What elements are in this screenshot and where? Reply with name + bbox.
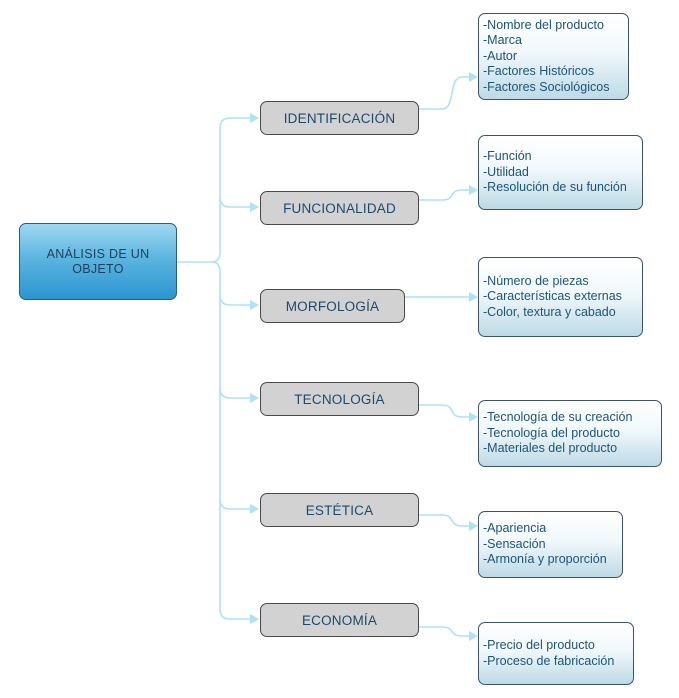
connector-arrow (250, 113, 259, 123)
detail-box-tecnologia: -Tecnología de su creación -Tecnología d… (478, 400, 662, 467)
category-node-economia: ECONOMÍA (260, 603, 419, 637)
connector-arrow (469, 72, 478, 82)
root-node-label: ANÁLISIS DE UN OBJETO (46, 246, 150, 276)
detail-item: -Tecnología del producto (483, 425, 620, 440)
connector-arrow (469, 521, 478, 531)
detail-item: -Tecnología de su creación (483, 410, 633, 425)
detail-item: -Número de piezas (483, 273, 589, 288)
category-node-funcionalidad: FUNCIONALIDAD (260, 191, 419, 225)
category-node-identificacion: IDENTIFICACIÓN (260, 101, 419, 135)
detail-item: -Marca (483, 33, 522, 48)
detail-item: -Materiales del producto (483, 441, 618, 456)
detail-item: -Apariencia (483, 521, 547, 536)
detail-box-funcionalidad: -Función -Utilidad -Resolución de su fun… (478, 135, 643, 210)
connector-arrow (250, 300, 259, 310)
root-connector (219, 196, 256, 208)
connector-arrow (469, 412, 478, 422)
root-connector (211, 261, 256, 620)
root-connector (219, 387, 256, 399)
connector-arrow (250, 614, 259, 624)
detail-box-estetica: -Apariencia -Sensación -Armonía y propor… (478, 511, 623, 578)
detail-item: -Factores Históricos (483, 64, 595, 79)
branch-connector (419, 626, 475, 637)
detail-item: -Función (483, 149, 532, 164)
branch-connector (419, 404, 475, 418)
detail-item: -Resolución de su función (483, 180, 627, 195)
detail-item: -Armonía y proporción (483, 552, 607, 567)
branch-connector (419, 189, 475, 201)
root-connector (177, 117, 256, 263)
category-node-morfologia: MORFOLOGÍA (260, 289, 405, 323)
connector-arrow (469, 292, 478, 302)
connector-arrow (250, 504, 259, 514)
connector-arrow (250, 393, 259, 403)
category-label: IDENTIFICACIÓN (283, 110, 396, 126)
category-label: TECNOLOGÍA (294, 391, 385, 407)
branch-connector (419, 514, 475, 527)
connector-arrow (469, 185, 478, 195)
detail-item: -Color, textura y cabado (483, 304, 616, 319)
root-connector (219, 294, 256, 306)
category-node-estetica: ESTÉTICA (260, 493, 419, 527)
detail-item: -Precio del producto (483, 638, 595, 652)
category-label: ESTÉTICA (305, 502, 374, 518)
detail-item: -Factores Sociológicos (483, 79, 610, 94)
detail-box-identificacion: -Nombre del producto -Marca -Autor -Fact… (478, 13, 629, 100)
detail-item: -Autor (483, 48, 518, 63)
detail-item: -Proceso de fabricación (483, 653, 615, 668)
category-label: FUNCIONALIDAD (283, 200, 396, 216)
root-connector (219, 498, 256, 510)
detail-item: -Características externas (483, 289, 622, 304)
category-label: ECONOMÍA (301, 612, 378, 628)
connector-arrow (250, 202, 259, 212)
category-label: MORFOLOGÍA (285, 298, 380, 314)
detail-box-morfologia: -Número de piezas -Características exter… (478, 257, 643, 337)
branch-connector (419, 76, 475, 110)
category-node-tecnologia: TECNOLOGÍA (260, 382, 419, 416)
root-node: ANÁLISIS DE UN OBJETO (19, 223, 177, 300)
detail-box-economia: -Precio del producto -Proceso de fabrica… (478, 622, 634, 685)
detail-item: -Sensación (483, 536, 546, 551)
detail-item: -Nombre del producto (483, 17, 604, 32)
detail-item: -Utilidad (483, 164, 529, 179)
connector-arrow (469, 631, 478, 641)
